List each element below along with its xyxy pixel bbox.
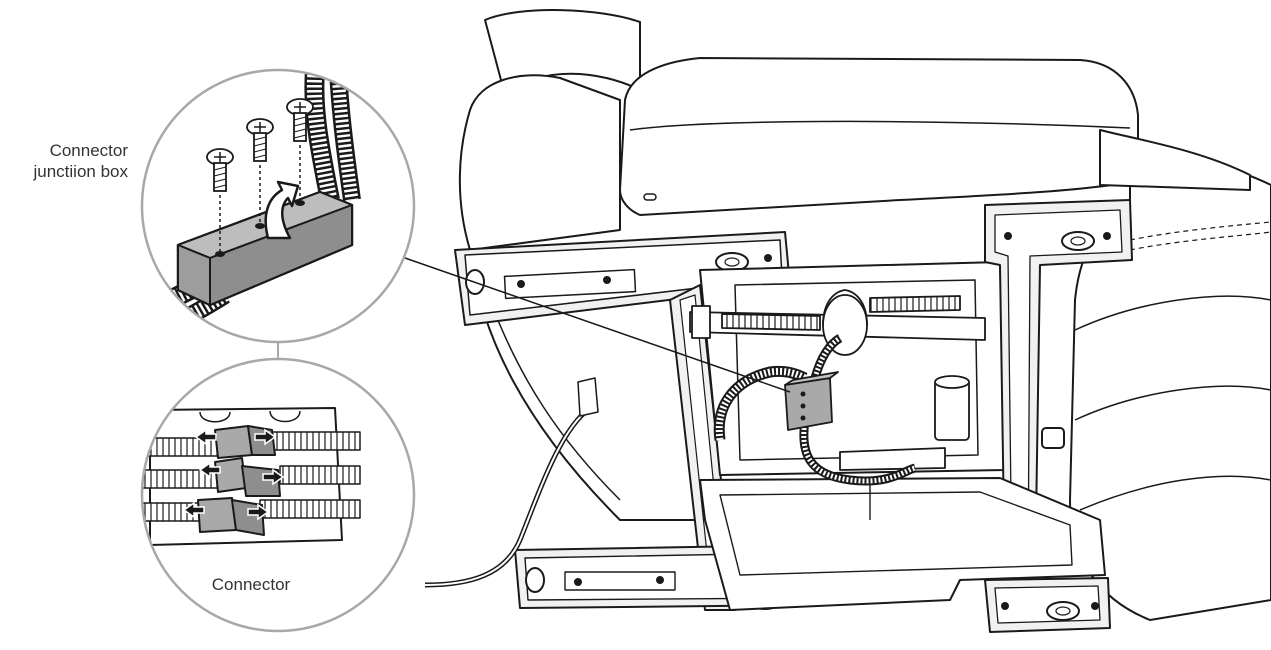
screw-icon [246,118,274,162]
screw-icon [206,148,234,192]
junction-box-label: Connector junctiion box [0,140,128,182]
screw-icon [286,98,314,142]
rear-shell [1099,129,1251,191]
connector-callout [140,357,416,633]
callout-ring-top [140,68,416,344]
junction-box-callout [140,68,416,344]
leader-line [404,257,791,393]
chair-seat-body [458,74,621,251]
connector-label: Connector [211,575,291,594]
rotate-arrow-icon [264,180,300,240]
junction-box-label-line2: junctiion box [33,162,128,181]
indicator-light [643,193,657,201]
junction-box-label-line1: Connector [49,141,128,160]
internal-mechanism [424,289,986,588]
junction-box-in-chair [784,371,839,431]
callout-ring-bottom [140,357,416,633]
armrest [619,57,1139,216]
pull-apart-arrow-icon [182,428,285,521]
